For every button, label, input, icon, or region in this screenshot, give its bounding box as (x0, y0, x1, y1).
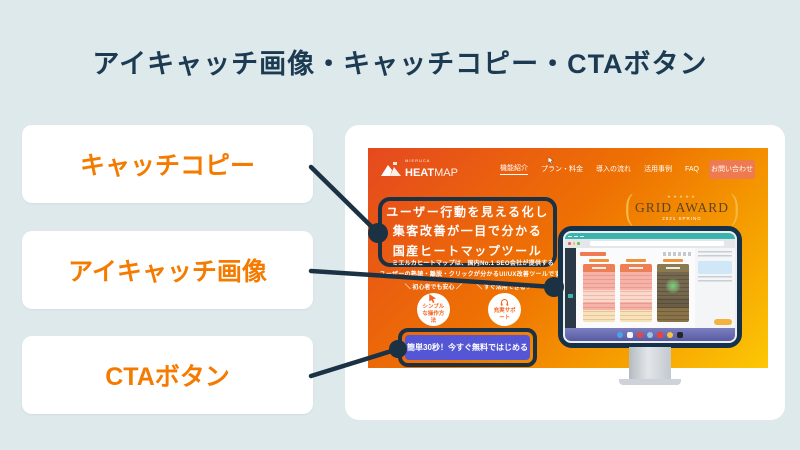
minimize-window-dot (572, 242, 575, 245)
heatmap-tab-label (588, 259, 609, 262)
cta-button[interactable]: 簡単30秒！今すぐ無料ではじめる (405, 335, 530, 360)
nav-item-cases[interactable]: 活用事例 (643, 166, 672, 173)
monitor-annotation-box (558, 226, 742, 348)
dashboard-filter-text (663, 252, 691, 256)
dock-icon (667, 331, 673, 338)
dock-icon (637, 331, 643, 338)
info-box (698, 261, 732, 274)
slide-title: アイキャッチ画像・キャッチコピー・CTAボタン (92, 49, 708, 79)
dock-icon (617, 331, 623, 338)
callout-cta-button: CTAボタン (22, 336, 313, 414)
callout-eyecatch-image-label: アイキャッチ画像 (68, 258, 267, 286)
feature-tagline: ＼ すぐ活用できる ／ (476, 285, 534, 291)
callout-catch-copy-label: キャッチコピー (79, 152, 255, 180)
site-description: ミエルカヒートマップは、国内No.1 SEO会社が提供する ユーザーの熟読・離脱… (368, 259, 578, 281)
feature-tagline: ＼ 初心者でも安心 ／ (404, 285, 463, 291)
headline-line-2: 集客改善が一目で分かる (392, 224, 543, 239)
heatmap-panel-click (656, 264, 689, 322)
monitor-stand (629, 347, 671, 380)
award-stars: ★★★★★ (666, 194, 698, 199)
macos-dock (565, 328, 735, 341)
cursor-icon (548, 157, 554, 164)
monitor-bezel (563, 231, 737, 343)
callout-eyecatch-image: アイキャッチ画像 (22, 231, 313, 309)
award-badge: ( ★★★★★ GRID AWARD 2021 SPRING ) (612, 190, 752, 226)
feature-simple-operation: ＼ 初心者でも安心 ／ シンプルな操作方法 (405, 282, 462, 326)
logo-small-text: MIERUCA (405, 157, 431, 163)
feature-badges: ＼ 初心者でも安心 ／ シンプルな操作方法 ＼ すぐ活用できる ／ (396, 282, 542, 326)
award-title: GRID AWARD (634, 200, 730, 215)
dock-icon (627, 331, 633, 338)
address-bar (589, 241, 724, 246)
dock-icon (657, 331, 663, 338)
feature-label: シンプルな操作方法 (422, 304, 445, 324)
site-nav: 機能紹介 プラン・料金 導入の流れ 活用事例 FAQ (499, 157, 699, 175)
contact-button[interactable]: お問い合わせ (709, 159, 755, 179)
heatmap-panel-attention (582, 264, 615, 322)
laurel-right-icon: ) (731, 188, 740, 227)
logo-bold-text: HEAT (405, 166, 435, 179)
dashboard-main (576, 248, 695, 328)
heatmap-tab-label (625, 259, 646, 262)
callout-catch-copy: キャッチコピー (22, 125, 313, 203)
screenshot-card: MIERUCA HEATMAP 機能紹介 プラン・料金 導入の流れ 活用事例 F… (345, 125, 785, 420)
dock-icon (647, 331, 653, 338)
callout-cta-button-label: CTAボタン (105, 363, 230, 391)
site-header: MIERUCA HEATMAP 機能紹介 プラン・料金 導入の流れ 活用事例 F… (368, 148, 768, 190)
award-subtitle: 2021 SPRING (662, 216, 702, 221)
dashboard-orange-tag (580, 252, 606, 256)
description-line-2: ユーザーの熟読・離脱・クリックが分かるUI/UX改善ツールです。 (379, 272, 567, 279)
browser-toolbar (565, 239, 735, 248)
dashboard-right-panel (695, 248, 735, 328)
feature-label: 充実サポート (493, 307, 516, 321)
dashboard-sidebar (565, 248, 576, 328)
nav-item-onboarding[interactable]: 導入の流れ (595, 166, 631, 173)
heatmap-panel-scroll (619, 264, 652, 322)
dock-icon (677, 331, 683, 338)
feature-support: ＼ すぐ活用できる ／ 充実サポート (476, 282, 533, 326)
dashboard-screen (565, 233, 735, 341)
dashboard-action-button (714, 319, 732, 325)
logo-light-text: MAP (434, 166, 458, 179)
mountain-logo-icon (381, 162, 401, 176)
site-logo-text: MIERUCA HEATMAP (405, 158, 458, 181)
nav-item-pricing[interactable]: プラン・料金 (540, 166, 583, 173)
description-line-1: ミエルカヒートマップは、国内No.1 SEO会社が提供する (392, 261, 554, 267)
monitor-stand-base (619, 379, 681, 385)
macos-menubar (565, 233, 735, 239)
close-window-dot (568, 242, 571, 245)
headline-annotation-box: ユーザー行動を見える化し 集客改善が一目で分かる 国産ヒートマップツール (378, 197, 557, 267)
pointer-cursor-icon (429, 294, 437, 304)
website-screenshot: MIERUCA HEATMAP 機能紹介 プラン・料金 導入の流れ 活用事例 F… (368, 148, 768, 385)
headline-line-1: ユーザー行動を見える化し (386, 205, 549, 220)
nav-item-faq[interactable]: FAQ (684, 165, 699, 173)
headline-line-3: 国産ヒートマップツール (392, 243, 543, 258)
cta-annotation-box: 簡単30秒！今すぐ無料ではじめる (398, 328, 537, 367)
headset-icon (500, 298, 509, 306)
nav-item-features[interactable]: 機能紹介 (499, 163, 528, 175)
laurel-left-icon: ( (624, 188, 633, 227)
heatmap-tab-label (662, 259, 683, 262)
site-logo: MIERUCA HEATMAP (381, 158, 458, 181)
zoom-window-dot (577, 242, 580, 245)
